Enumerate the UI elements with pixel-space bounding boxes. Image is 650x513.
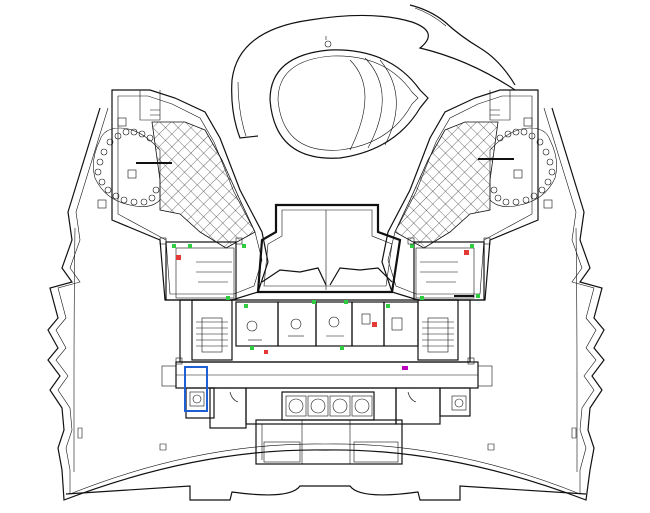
lower-block: [77, 361, 577, 465]
pool-feature: [231, 4, 516, 159]
unit-rack: [281, 391, 375, 421]
landscape-hatch-right: [394, 121, 499, 249]
column-grid: [159, 237, 491, 365]
right-wing: [381, 89, 557, 301]
left-wing: [93, 89, 269, 301]
central-block: [165, 203, 485, 363]
label-bar-left: [136, 162, 172, 164]
electrical-devices: [172, 244, 480, 412]
landscape-hatch-left: [151, 121, 256, 249]
label-bar-right: [478, 158, 514, 160]
selected-box-highlight: [184, 366, 208, 412]
outer-boundary: [47, 107, 605, 501]
